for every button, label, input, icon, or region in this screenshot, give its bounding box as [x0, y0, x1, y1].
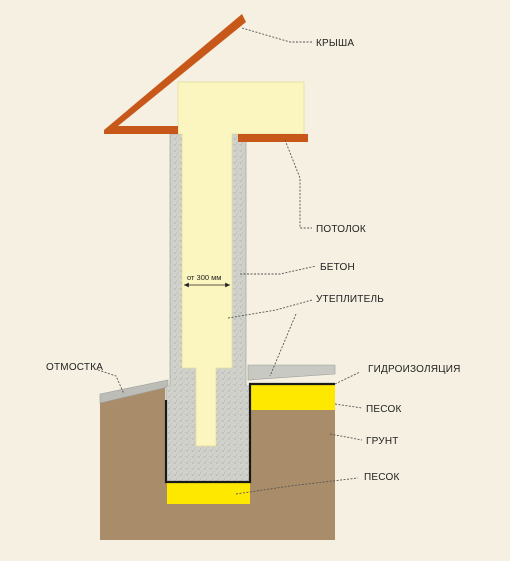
label-blind-area: ОТМОСТКА: [46, 362, 103, 373]
label-soil: ГРУНТ: [366, 436, 399, 447]
waterproofing-lines: [164, 382, 335, 484]
label-ceiling: ПОТОЛОК: [316, 224, 366, 235]
label-roof: КРЫША: [316, 38, 354, 49]
sand-upper-layer: [250, 384, 335, 410]
label-insulation: УТЕПЛИТЕЛЬ: [316, 294, 384, 305]
floor-slab: [247, 364, 336, 381]
label-sand-upper: ПЕСОК: [366, 404, 401, 415]
sand-lower-layer: [167, 481, 250, 504]
ceiling-beam: [238, 134, 308, 142]
dimension-300mm: от 300 мм: [184, 273, 230, 288]
label-concrete: БЕТОН: [320, 262, 355, 273]
roof-shape: [104, 14, 246, 134]
leader-lines: [97, 27, 363, 495]
label-waterproofing: ГИДРОИЗОЛЯЦИЯ: [368, 364, 461, 375]
dimension-label: от 300 мм: [187, 273, 221, 282]
label-sand-lower: ПЕСОК: [364, 472, 399, 483]
